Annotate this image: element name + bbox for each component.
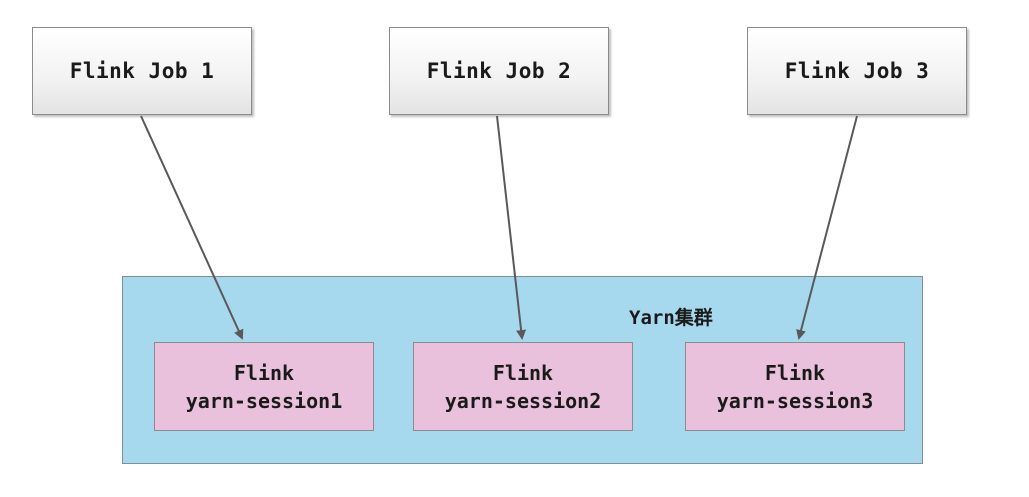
yarn-session-3-name: yarn-session3 <box>716 388 874 413</box>
flink-job-1-label: Flink Job 1 <box>69 59 215 83</box>
yarn-cluster-label: Yarn集群 <box>629 307 713 329</box>
yarn-session-1-name: yarn-session1 <box>185 388 343 413</box>
flink-job-3-box: Flink Job 3 <box>747 27 967 115</box>
yarn-session-1-box: Flink yarn-session1 <box>154 342 374 431</box>
yarn-session-1-title: Flink <box>233 360 295 385</box>
yarn-session-2-box: Flink yarn-session2 <box>413 342 633 431</box>
flink-job-2-label: Flink Job 2 <box>426 59 572 83</box>
flink-job-3-label: Flink Job 3 <box>784 59 930 83</box>
flink-job-1-box: Flink Job 1 <box>32 27 252 115</box>
yarn-session-2-name: yarn-session2 <box>444 388 602 413</box>
yarn-session-2-title: Flink <box>492 360 554 385</box>
yarn-session-3-title: Flink <box>764 360 826 385</box>
flink-job-2-box: Flink Job 2 <box>389 27 609 115</box>
yarn-session-3-box: Flink yarn-session3 <box>685 342 905 431</box>
